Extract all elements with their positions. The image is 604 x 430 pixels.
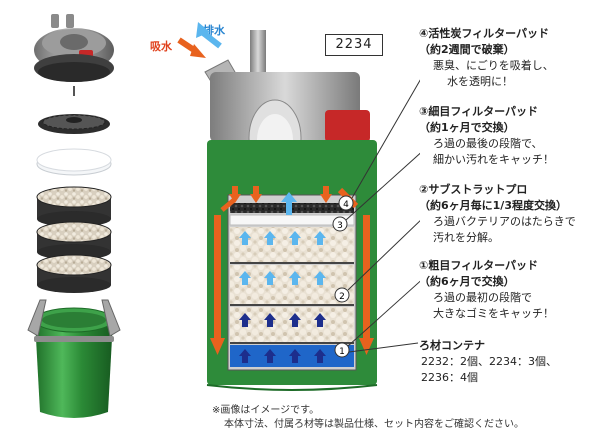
marker-1: 1	[339, 347, 345, 357]
intake-label: 吸水	[150, 40, 172, 53]
flow-arrow-up	[239, 271, 251, 285]
canister-body	[27, 299, 121, 418]
callout-1-desc-1: ろ過の最初の段階で	[433, 291, 532, 304]
callout-2-marker: ②	[419, 183, 429, 196]
callout-3-title: 細目フィルターパッド	[428, 105, 538, 118]
flow-direction-arrows	[177, 22, 222, 58]
callout-4-schedule: （約2週間で破棄）	[419, 43, 515, 56]
callout-2-title: サブストラットプロ	[428, 183, 528, 196]
callout-2-desc-1: ろ過バクテリアのはたらきで	[433, 215, 576, 228]
flow-arrow-up	[264, 231, 276, 245]
pump-head	[34, 14, 114, 96]
flow-arrow-up	[314, 349, 326, 363]
callout-3: ③細目フィルターパッド （約1ヶ月で交換） ろ過の最後の段階で、 細かい汚れをキ…	[419, 104, 554, 168]
callout-4-desc-1: 悪臭、にごりを吸着し、	[433, 59, 554, 72]
flow-arrow-up	[281, 192, 297, 215]
flow-arrow-up	[314, 313, 326, 327]
callout-3-schedule: （約1ヶ月で交換）	[419, 121, 515, 134]
callout-1-marker: ①	[419, 259, 429, 272]
leader-lines	[345, 79, 420, 353]
marker-2: 2	[339, 292, 345, 302]
callout-3-marker: ③	[419, 105, 429, 118]
model-number: 2234	[325, 34, 383, 56]
marker-4: 4	[343, 200, 349, 210]
callout-2: ②サブストラットプロ （約6ヶ月毎に1/3程度交換） ろ過バクテリアのはたらきで…	[419, 182, 576, 246]
blue-flow-arrows	[239, 192, 326, 363]
callout-4-desc-2: 水を透明に！	[447, 75, 513, 88]
callout-1: ①粗目フィルターパッド （約6ヶ月で交換） ろ過の最初の段階で 大きなゴミをキャ…	[419, 258, 554, 322]
callout-3-desc-1: ろ過の最後の段階で、	[433, 137, 543, 150]
container-line-1: 2232：2個、2234：3個、	[421, 355, 557, 368]
callout-1-title: 粗目フィルターパッド	[428, 259, 538, 272]
flow-arrow-up	[239, 231, 251, 245]
flow-arrow-up	[289, 313, 301, 327]
cutaway-diagram: 4 3 2 1	[177, 22, 420, 391]
flow-arrow-up	[289, 349, 301, 363]
flow-arrow-up	[264, 271, 276, 285]
layer-number-markers: 4 3 2 1	[332, 195, 354, 358]
callout-1-desc-2: 大きなゴミをキャッチ！	[433, 307, 554, 320]
white-pad	[36, 148, 112, 176]
flow-arrow-up	[289, 231, 301, 245]
callout-3-desc-2: 細かい汚れをキャッチ！	[433, 153, 554, 166]
container-callout: ろ材コンテナ 2232：2個、2234：3個、 2236：4個	[419, 338, 557, 386]
media-basket-stack	[36, 186, 112, 293]
footnote-1: ※画像はイメージです。	[212, 405, 320, 416]
flow-arrow-up	[289, 271, 301, 285]
flow-arrow-up	[314, 231, 326, 245]
callout-2-desc-2: 汚れを分解。	[433, 231, 499, 244]
callout-1-schedule: （約6ヶ月で交換）	[419, 275, 515, 288]
flow-arrow-up	[264, 349, 276, 363]
callout-4: ④活性炭フィルターパッド （約2週間で破棄） 悪臭、にごりを吸着し、 水を透明に…	[419, 26, 554, 90]
marker-3: 3	[337, 221, 343, 231]
flow-arrow-up	[314, 271, 326, 285]
callout-4-title: 活性炭フィルターパッド	[428, 27, 549, 40]
container-title: ろ材コンテナ	[419, 339, 485, 352]
grid-plate	[38, 114, 110, 134]
flow-arrow-up	[239, 313, 251, 327]
container-line-2: 2236：4個	[421, 371, 478, 384]
callout-2-schedule: （約6ヶ月毎に1/3程度交換）	[419, 199, 567, 212]
flow-arrow-up	[239, 349, 251, 363]
callout-4-marker: ④	[419, 27, 429, 40]
exploded-parts-illustration	[27, 14, 121, 418]
footnote-2: 本体寸法、付属ろ材等は製品仕様、セット内容をご確認ください。	[224, 419, 524, 430]
flow-arrow-up	[264, 313, 276, 327]
